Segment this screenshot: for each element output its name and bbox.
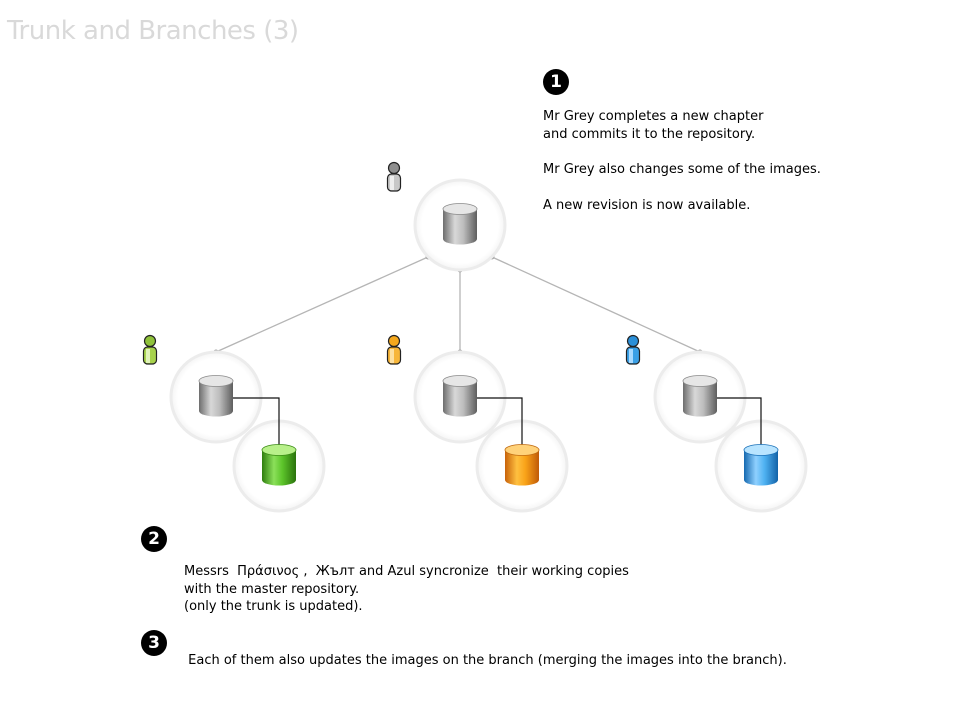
sync-line-right <box>491 256 701 353</box>
step-3-line: Each of them also updates the images on … <box>184 653 787 668</box>
trunk-database-icon[interactable] <box>198 375 234 417</box>
sync-line-left <box>215 256 429 353</box>
page-title: Trunk and Branches (3) <box>7 16 299 46</box>
step-2-line: Messrs Πράσινος , Жълт and Azul syncroni… <box>184 564 629 579</box>
client-praisinos <box>142 334 326 513</box>
user-icon-zhalt <box>386 334 402 365</box>
user-icon-azul <box>625 334 641 365</box>
trunk-database-icon[interactable] <box>682 375 718 417</box>
database-icon <box>442 203 478 245</box>
trunk-database-icon[interactable] <box>442 375 478 417</box>
step-2-badge: 2 <box>141 526 167 552</box>
client-azul <box>625 334 808 513</box>
step-3-badge: 3 <box>141 630 167 656</box>
step-2-text: Messrs Πράσινος , Жълт and Azul syncroni… <box>184 563 629 616</box>
step-2-line: with the master repository. <box>184 581 360 597</box>
step-3-text: Each of them also updates the images on … <box>184 652 787 670</box>
step-1-line: A new revision is now available. <box>543 197 751 213</box>
master-repository[interactable] <box>413 178 507 272</box>
user-icon-mr-grey <box>386 161 402 192</box>
user-icon-praisinos <box>142 334 158 365</box>
branch-database-icon[interactable] <box>743 444 779 486</box>
step-1-badge: 1 <box>543 69 569 95</box>
trunk-branch-link <box>233 397 280 447</box>
step-1-line: Mr Grey completes a new chapter <box>543 109 764 124</box>
branch-database-icon[interactable] <box>504 444 540 486</box>
branch-database-icon[interactable] <box>261 444 297 486</box>
client-zhalt <box>386 334 569 513</box>
trunk-branch-link <box>477 397 523 447</box>
step-1-text: Mr Grey completes a new chapter and comm… <box>543 108 821 214</box>
trunk-branch-link <box>717 397 762 447</box>
step-1-line: Mr Grey also changes some of the images. <box>543 162 821 177</box>
step-2-line: (only the trunk is updated). <box>184 599 363 614</box>
step-1-line: and commits it to the repository. <box>543 126 756 142</box>
